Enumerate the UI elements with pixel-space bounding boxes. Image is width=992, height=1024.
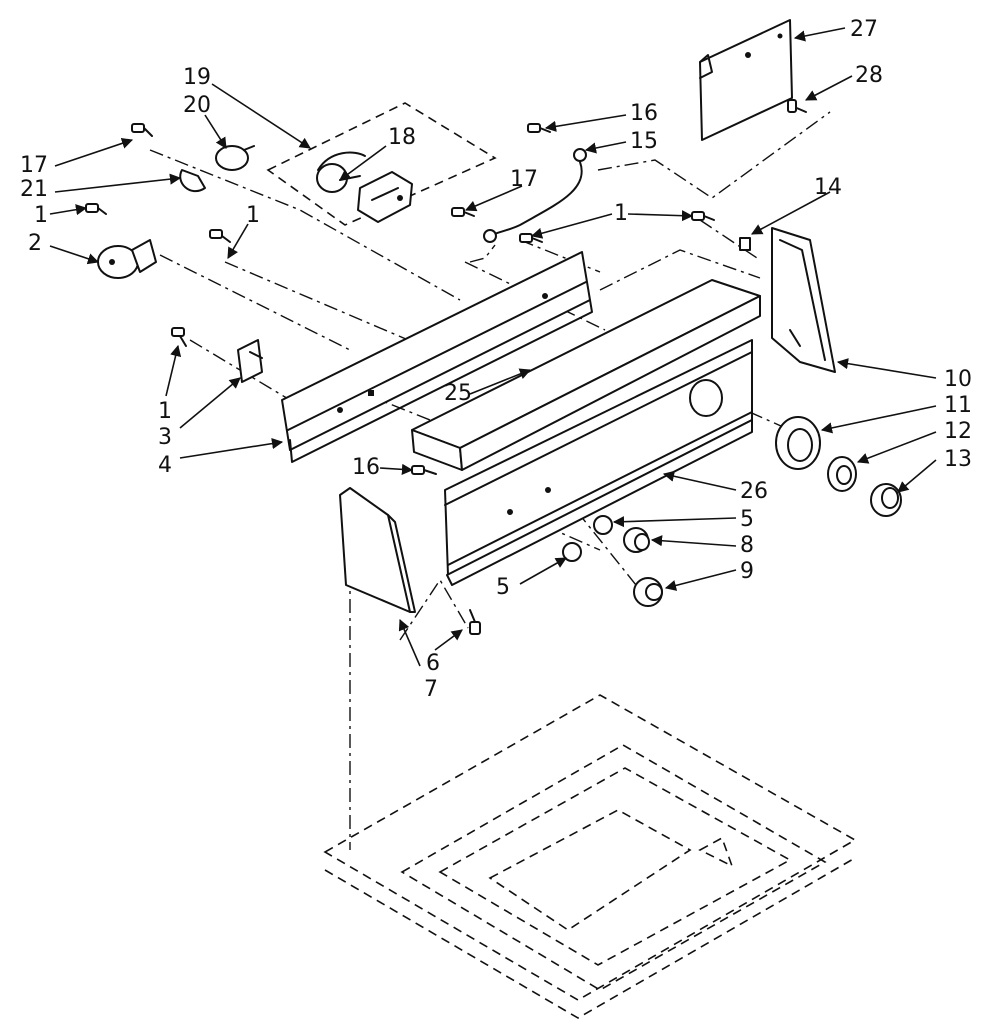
callout-1-lower-left: 1 [158, 399, 172, 424]
part-20-capacitor [215, 145, 255, 171]
callout-8: 8 [740, 533, 754, 558]
callout-3: 3 [158, 425, 172, 450]
part-5-ring-upper [593, 515, 613, 535]
part-14-clip [739, 237, 751, 251]
part-18-relay-block [357, 171, 413, 223]
part-15-ground-wire [483, 148, 587, 243]
callout-1-mid: 1 [246, 203, 260, 228]
callout-27: 27 [850, 17, 878, 42]
callout-9: 9 [740, 559, 754, 584]
part-1-screw-lower-left [171, 327, 187, 347]
part-11-knob-bezel [775, 416, 821, 470]
callout-2: 2 [28, 231, 42, 256]
part-21-clip [179, 169, 206, 193]
callout-leaders [49, 27, 937, 667]
part-26-console-panel [444, 339, 753, 586]
part-25-console-top [411, 279, 761, 471]
callout-5-lower: 5 [496, 575, 510, 600]
part-8-knob [623, 527, 650, 553]
callout-7: 7 [424, 677, 438, 702]
part-28-screw [787, 99, 807, 113]
part-6-screw [469, 609, 481, 635]
callout-20: 20 [183, 93, 211, 118]
part-1-screw-mid-left [209, 229, 231, 243]
callout-1-center: 1 [614, 201, 628, 226]
part-13-knob [870, 483, 902, 517]
relay-kit-boundary [266, 102, 497, 226]
callout-6: 6 [426, 651, 440, 676]
part-17-screw-top-left [131, 123, 153, 137]
callout-21: 21 [20, 177, 48, 202]
part-19-switch-harness [316, 151, 366, 193]
part-2-timer [97, 239, 157, 279]
part-1-screw-right [691, 211, 715, 221]
callout-14: 14 [814, 175, 842, 200]
callout-1-upper-left: 1 [34, 203, 48, 228]
part-9-knob [633, 577, 663, 607]
part-1-screw-upper-left [85, 203, 107, 215]
part-27-cover-plate [699, 19, 793, 141]
callout-26: 26 [740, 479, 768, 504]
callout-4: 4 [158, 453, 172, 478]
part-10-end-cap-right [771, 227, 836, 373]
callout-10: 10 [944, 367, 972, 392]
part-3-bracket [237, 339, 263, 383]
part-16-screw-lower [411, 465, 437, 475]
callout-17-left: 17 [20, 153, 48, 178]
assembly-guide-lines [149, 102, 831, 850]
callout-16-lower: 16 [352, 455, 380, 480]
part-5-ring-lower [562, 542, 582, 562]
callout-17-center: 17 [510, 167, 538, 192]
part-1-screw-center [519, 233, 543, 243]
callout-11: 11 [944, 393, 972, 418]
callout-28: 28 [855, 63, 883, 88]
cabinet-top [323, 694, 857, 1019]
callout-19: 19 [183, 65, 211, 90]
part-4-rail [281, 251, 593, 463]
callout-13: 13 [944, 447, 972, 472]
part-12-knob-ring [827, 456, 857, 492]
callout-16-top: 16 [630, 101, 658, 126]
part-7-end-cap [339, 487, 416, 613]
callout-15: 15 [630, 129, 658, 154]
callout-12: 12 [944, 419, 972, 444]
part-17-screw-center [451, 207, 475, 217]
callout-25: 25 [444, 381, 472, 406]
callout-18: 18 [388, 125, 416, 150]
callout-5-upper: 5 [740, 507, 754, 532]
callout-labels: 27 28 19 20 16 15 18 17 21 17 14 1 1 1 2… [20, 17, 972, 702]
